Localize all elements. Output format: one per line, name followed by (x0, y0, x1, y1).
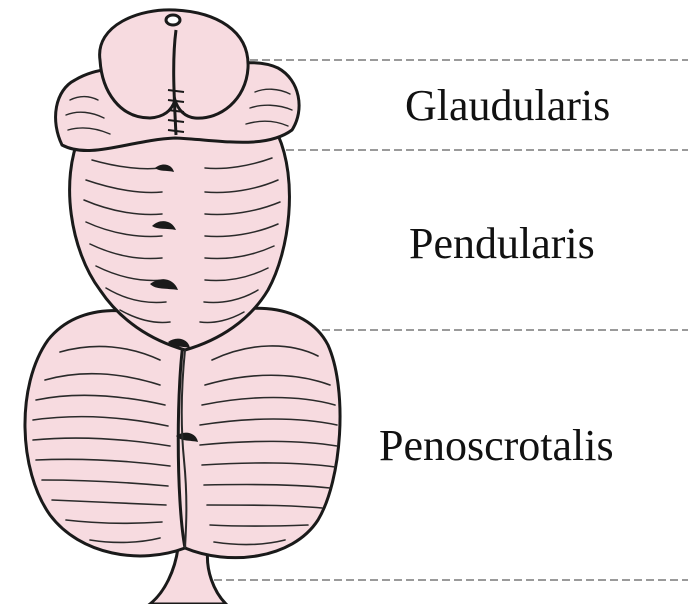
scrotum-left-lobe (25, 311, 193, 556)
region-label-penoscrotalis: Penoscrotalis (379, 424, 614, 468)
scrotum-right-lobe (178, 308, 340, 557)
region-label-pendularis: Pendularis (409, 222, 595, 266)
region-label-glaudularis: Glaudularis (405, 84, 610, 128)
urethral-meatus (166, 15, 180, 25)
